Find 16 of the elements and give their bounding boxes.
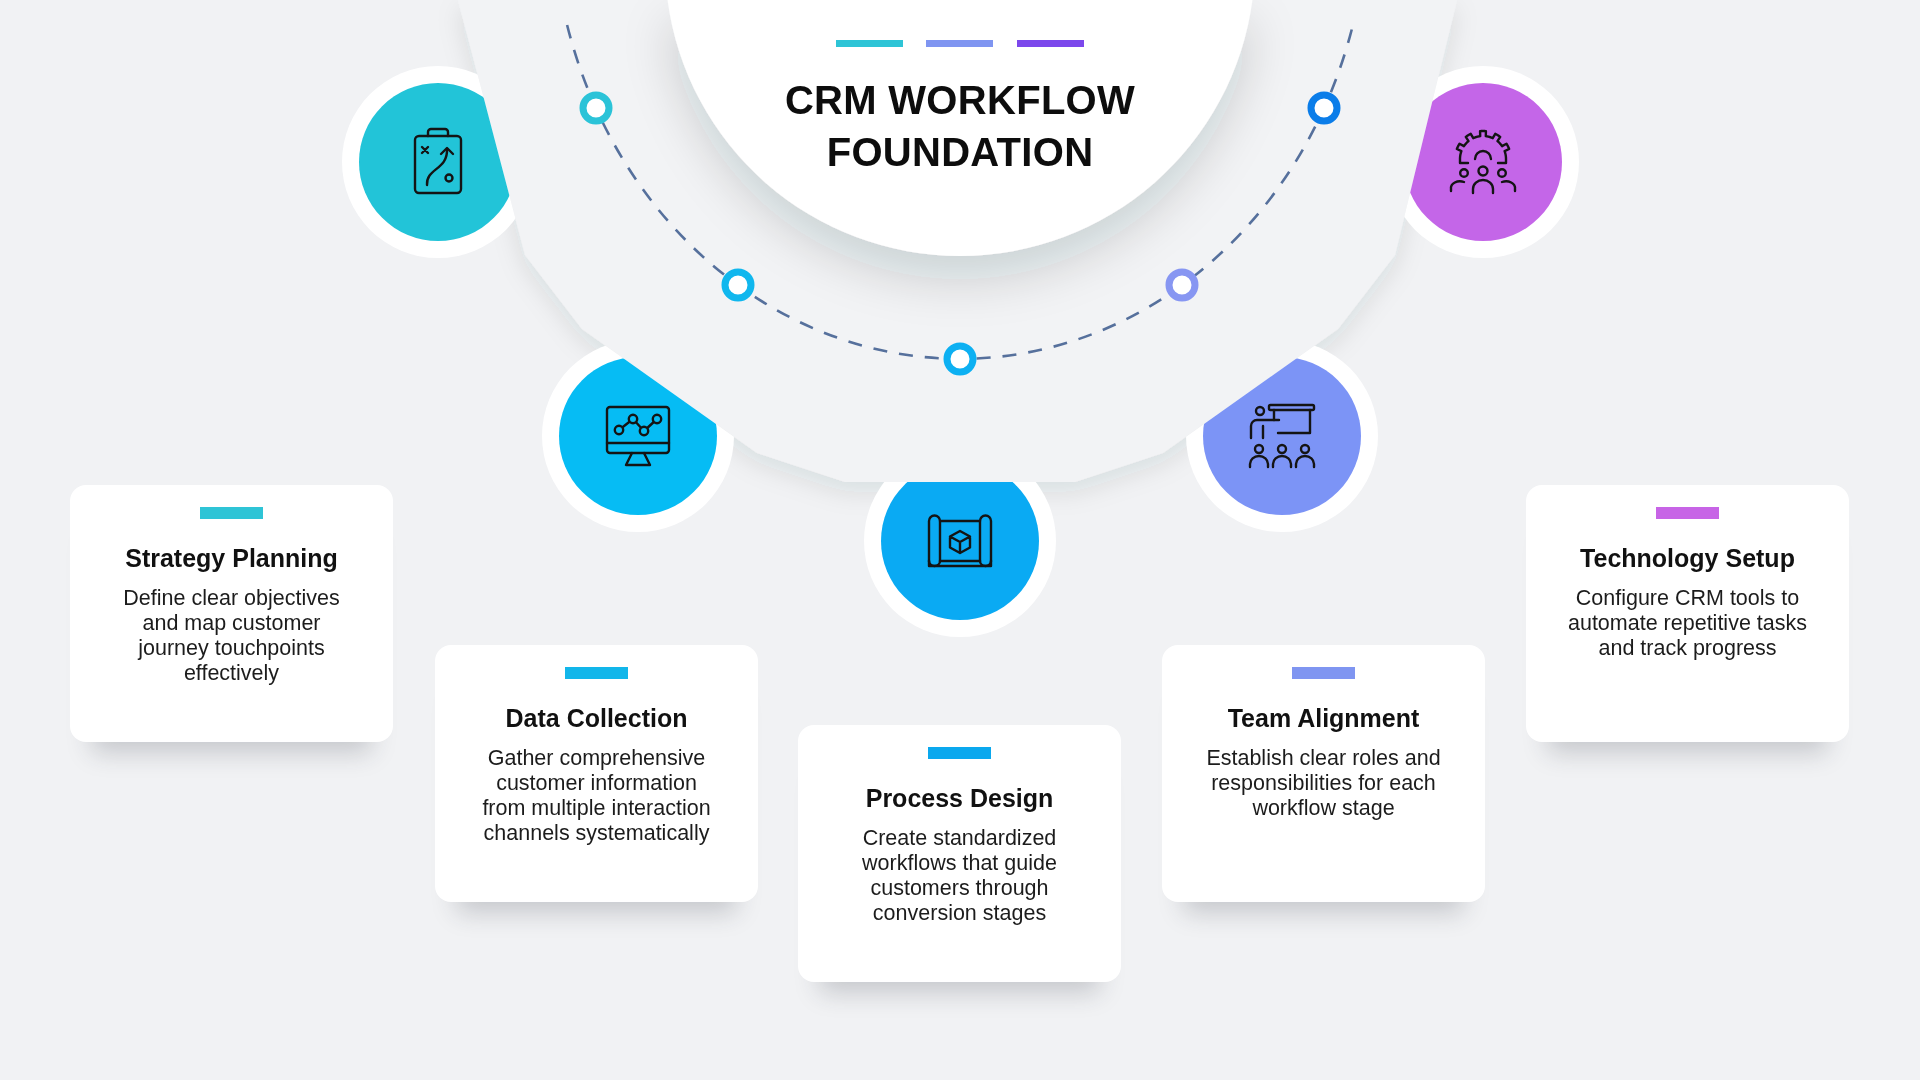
step-title: Team Alignment — [1227, 703, 1420, 733]
step-card — [435, 645, 758, 902]
step-card — [1162, 645, 1485, 902]
step-description: Create standardized workflows that guide customers through conversion stages — [861, 826, 1058, 926]
step-description: Establish clear roles and responsibilities for each workflow stage — [1205, 746, 1442, 821]
step-card — [1526, 485, 1849, 742]
step-title: Process Design — [865, 783, 1054, 813]
step-description: Gather comprehensive customer information from multiple interaction channels systematically — [481, 746, 712, 846]
diagram-title: CRM WORKFLOW FOUNDATION — [783, 77, 1137, 176]
step-title: Strategy Planning — [125, 543, 338, 573]
step-title: Technology Setup — [1580, 543, 1795, 573]
step-card — [798, 725, 1121, 982]
step-description: Define clear objectives and map customer journey touchpoints effectively — [122, 586, 341, 686]
step-description: Configure CRM tools to automate repetitive tasks and track progress — [1567, 586, 1808, 661]
step-title: Data Collection — [505, 703, 688, 733]
step-card — [70, 485, 393, 742]
